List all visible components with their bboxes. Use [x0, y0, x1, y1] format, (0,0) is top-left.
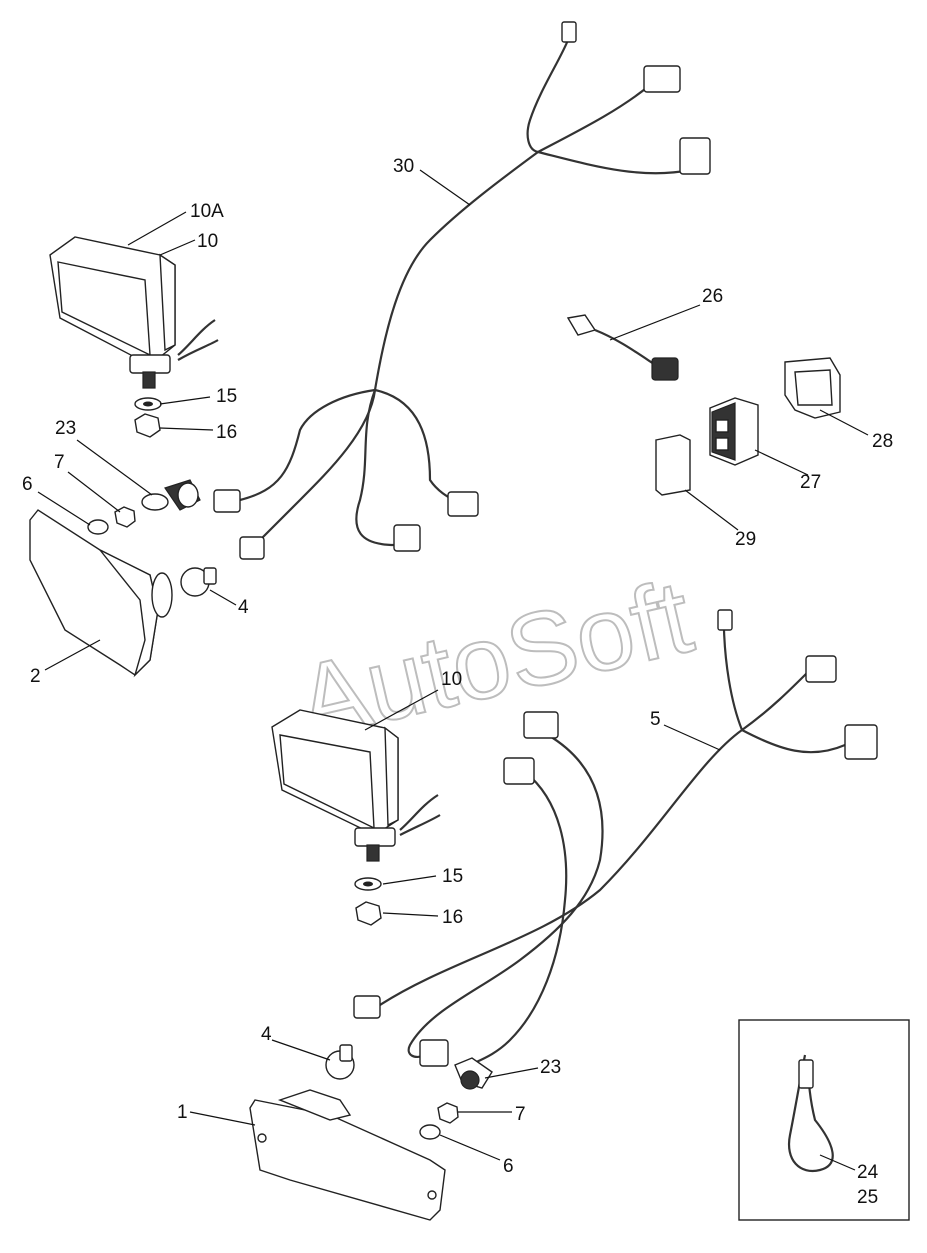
callout-16-upper: 16: [216, 422, 237, 443]
cable-tie-inset: [738, 1019, 910, 1221]
callout-30: 30: [393, 156, 414, 177]
lamp-housing-2: [29, 509, 173, 678]
rocker-switch-27: [709, 397, 759, 466]
work-lamp-upper: [49, 236, 219, 389]
nut-icon: [134, 413, 161, 438]
nut-icon: [437, 1102, 459, 1124]
wire-harness-30: [213, 21, 711, 560]
connector-icon: [239, 536, 265, 560]
connector-icon: [523, 711, 559, 739]
callout-10-lower: 10: [441, 669, 462, 690]
callout-4-lower: 4: [261, 1024, 272, 1045]
wire-harness-5: [353, 609, 878, 1067]
callout-26: 26: [702, 286, 723, 307]
connector-icon: [717, 609, 733, 631]
bulb-socket-lower: [454, 1057, 493, 1090]
callouts: 30 10A 10 15 16 23 7 6 4 2 26 28 27 29 1…: [22, 156, 893, 1208]
callout-1: 1: [177, 1102, 188, 1123]
connector-icon: [419, 1039, 449, 1067]
washer-icon: [87, 519, 109, 535]
callout-5: 5: [650, 709, 661, 730]
connector-icon: [679, 137, 711, 175]
connector-icon: [561, 21, 577, 43]
callout-15-lower: 15: [442, 866, 463, 887]
callout-15-upper: 15: [216, 386, 237, 407]
bulb-socket-upper: [141, 479, 201, 511]
lamp-housing-1: [249, 1089, 446, 1221]
bulb-lower: [325, 1044, 355, 1080]
connector-icon: [353, 995, 381, 1019]
callout-2: 2: [30, 666, 41, 687]
bulb-upper: [180, 567, 217, 597]
switch-cable-26: [566, 314, 679, 381]
callout-10a: 10A: [190, 201, 224, 222]
connector-icon: [503, 757, 535, 785]
callout-24: 24: [857, 1162, 879, 1183]
connector-icon: [805, 655, 837, 683]
nut-icon: [355, 901, 382, 926]
connector-icon: [643, 65, 681, 93]
callout-27: 27: [800, 472, 821, 493]
callout-7-upper: 7: [54, 452, 65, 473]
callout-6-lower: 6: [503, 1156, 514, 1177]
work-lamp-lower: [271, 709, 441, 862]
connector-icon: [844, 724, 878, 760]
callout-10-upper: 10: [197, 231, 218, 252]
callout-6-upper: 6: [22, 474, 33, 495]
leader-lines: [37, 169, 869, 1171]
callout-25: 25: [857, 1187, 878, 1208]
connector-icon: [213, 489, 241, 513]
callout-4-upper: 4: [238, 597, 249, 618]
switch-blank-29: [655, 434, 691, 496]
callout-23-lower: 23: [540, 1057, 561, 1078]
callout-7-lower: 7: [515, 1104, 526, 1125]
washer-icon: [419, 1124, 441, 1140]
connector-icon: [393, 524, 421, 552]
switch-bracket-28: [784, 357, 841, 419]
connector-icon: [447, 491, 479, 517]
callout-16-lower: 16: [442, 907, 463, 928]
callout-23-upper: 23: [55, 418, 76, 439]
callout-28: 28: [872, 431, 893, 452]
callout-29: 29: [735, 529, 756, 550]
